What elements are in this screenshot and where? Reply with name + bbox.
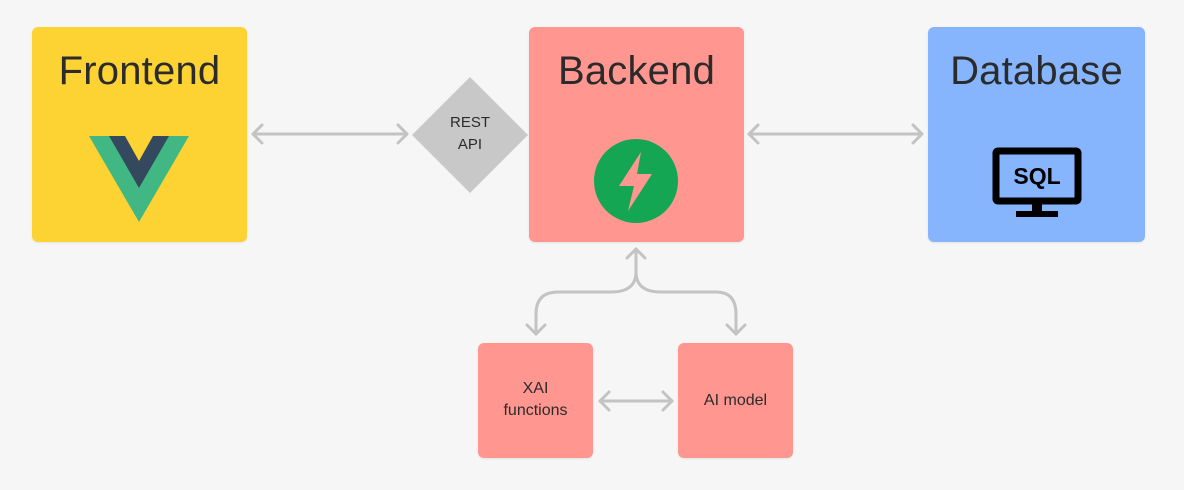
ai-model-label: AI model: [703, 392, 768, 409]
backend-title: Backend: [557, 49, 716, 93]
database-node: Database SQL: [928, 27, 1145, 242]
rest-api-diamond: [412, 77, 528, 193]
database-title: Database: [950, 49, 1123, 93]
frontend-rest-arrow: [251, 123, 409, 145]
rest-api-line1: REST: [449, 114, 490, 131]
xai-label: XAI functions: [478, 378, 593, 422]
backend-node: Backend: [529, 27, 744, 242]
backend-database-arrow: [747, 123, 924, 145]
rest-api-shape: [412, 77, 528, 193]
backend-branch-arrow: [525, 247, 747, 336]
xai-aimodel-arrow: [598, 390, 674, 412]
vue-logo-icon: [89, 136, 189, 222]
fastapi-lightning-icon: [594, 139, 678, 223]
frontend-node: Frontend: [32, 27, 247, 242]
xai-line1: XAI: [522, 380, 549, 397]
frontend-title: Frontend: [58, 49, 221, 93]
rest-api-line2: API: [457, 136, 483, 153]
sql-icon-text: SQL: [1013, 163, 1061, 189]
sql-monitor-icon: SQL: [992, 147, 1082, 219]
xai-line2: functions: [503, 402, 568, 419]
ai-model-node: AI model: [678, 343, 793, 458]
monitor-shape: [992, 147, 1082, 217]
rest-api-label: REST API: [410, 112, 530, 156]
xai-functions-node: XAI functions: [478, 343, 593, 458]
